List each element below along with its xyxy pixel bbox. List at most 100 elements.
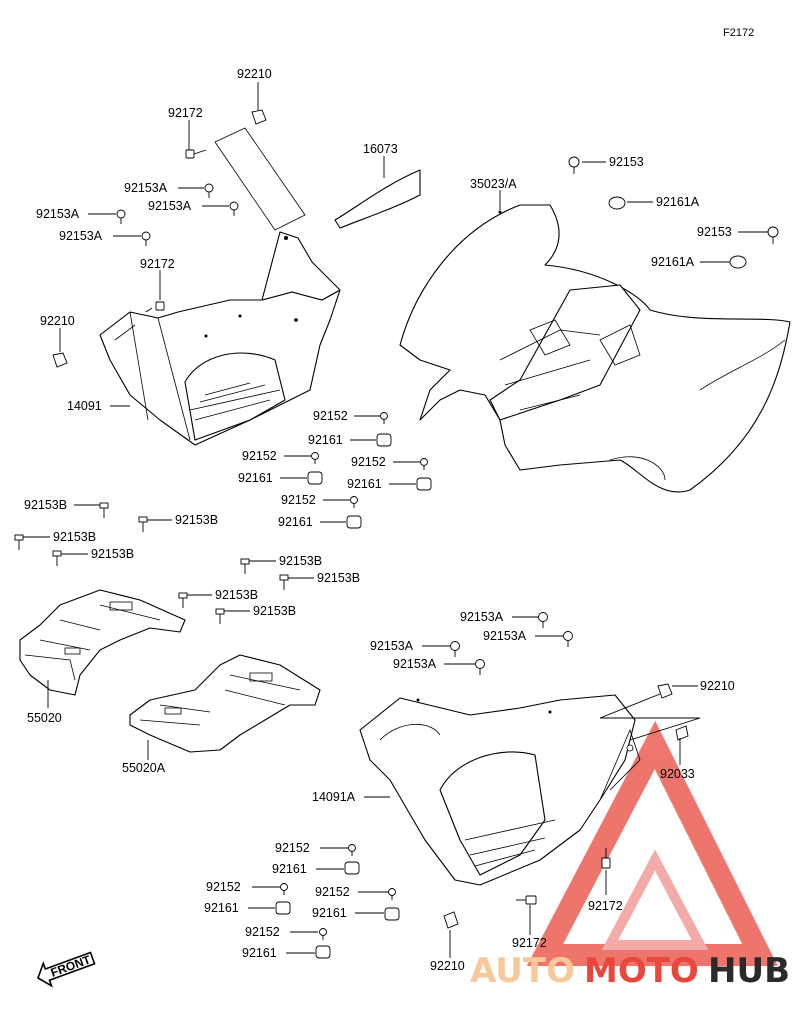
label-92153A-7: 92153A	[370, 639, 414, 653]
label-92153B-6: 92153B	[317, 571, 360, 585]
bolt-icon-92153B-5	[240, 558, 250, 574]
bolt-icon-92153A-8	[475, 659, 485, 675]
label-92161-6: 92161	[204, 901, 239, 915]
decal-16073	[334, 169, 421, 229]
label-92210-rt: 92210	[700, 679, 735, 693]
label-92210-top: 92210	[237, 67, 272, 81]
rear-fender-35023A	[399, 204, 791, 493]
label-92153-2: 92153	[697, 225, 732, 239]
label-92153A-5: 92153A	[460, 610, 504, 624]
label-55020A: 55020A	[122, 761, 166, 775]
label-92153A-4: 92153A	[59, 229, 103, 243]
label-92033: 92033	[660, 767, 695, 781]
label-92153B-2: 92153B	[175, 513, 218, 527]
bolt-icon-92153-2	[767, 226, 779, 244]
bolt-icon-92153A-1	[204, 183, 214, 198]
label-92161-8: 92161	[242, 946, 277, 960]
diagram-code: F2172	[723, 27, 754, 39]
bolt-icon-92153A-4	[141, 231, 151, 246]
bolt-icon-92153A-6	[563, 631, 573, 647]
clip-icon-92033	[675, 725, 689, 741]
bolt-icon-92172-bot	[601, 848, 611, 869]
screw-icon-92152-2	[311, 452, 319, 464]
label-92161A-2: 92161A	[651, 255, 695, 269]
label-92153A-1: 92153A	[124, 181, 168, 195]
label-92152-3: 92152	[351, 455, 386, 469]
watermark-text: AUTO MOTO HUB	[470, 951, 790, 991]
clip-icon-92210-rt	[657, 683, 673, 699]
label-92152-6: 92152	[206, 880, 241, 894]
label-92153A-6: 92153A	[483, 629, 527, 643]
grommet-icon-92161-1	[376, 433, 392, 447]
bolt-icon-92153B-4	[52, 550, 62, 566]
watermark-moto: MOTO	[584, 951, 699, 991]
bolt-icon-92153B-3	[14, 534, 24, 550]
label-92152-7: 92152	[315, 885, 350, 899]
bolt-icon-92153B-2	[138, 516, 148, 532]
label-92152-1: 92152	[313, 409, 348, 423]
clip-icon-92210-top	[251, 109, 267, 125]
label-92161-5: 92161	[272, 862, 307, 876]
label-92153B-5: 92153B	[279, 554, 322, 568]
clip-icon-92210-bot	[443, 911, 459, 929]
label-92152-2: 92152	[242, 449, 277, 463]
screw-icon-92152-8	[319, 928, 327, 940]
label-92153A-2: 92153A	[36, 207, 80, 221]
bolt-icon-92153A-3	[229, 201, 239, 216]
screw-icon-92152-4	[350, 496, 358, 508]
grommet-icon-92161-8	[315, 945, 331, 959]
label-92153A-8: 92153A	[393, 657, 437, 671]
mud-flap-strip	[214, 127, 306, 231]
bolt-icon-92153A-2	[116, 209, 126, 224]
grommet-icon-92161-5	[344, 861, 360, 875]
bolt-icon-92153A-7	[450, 641, 460, 657]
label-92210-mid: 92210	[40, 314, 75, 328]
watermark-auto: AUTO	[470, 951, 575, 991]
label-92161-2: 92161	[238, 471, 273, 485]
label-92153B-1: 92153B	[24, 498, 67, 512]
label-92161-7: 92161	[312, 906, 347, 920]
label-16073: 16073	[363, 142, 398, 156]
label-92172-bot: 92172	[588, 899, 623, 913]
label-92153-1: 92153	[609, 155, 644, 169]
grommet-icon-92161-4	[346, 515, 362, 529]
grommet-icon-92161-2	[307, 471, 323, 485]
bolt-icon-92153-1	[568, 156, 580, 174]
grommet-icon-92161A-1	[608, 196, 626, 210]
bolt-icon-92153B-7	[178, 592, 188, 608]
footrest-55020	[19, 589, 186, 696]
label-92161-4: 92161	[278, 515, 313, 529]
clip-icon-92210-mid	[52, 352, 68, 368]
label-92161-1: 92161	[308, 433, 343, 447]
front-badge-text: FRONT	[49, 952, 93, 980]
grommet-icon-92161A-2	[729, 255, 747, 269]
label-35023A: 35023/A	[470, 177, 517, 191]
label-92161-3: 92161	[347, 477, 382, 491]
front-fender-left-14091	[99, 231, 341, 446]
screw-icon-92152-1	[380, 412, 388, 424]
watermark-hub: HUB	[708, 951, 790, 991]
label-92152-5: 92152	[275, 841, 310, 855]
watermark-triangle-logo	[526, 720, 778, 966]
label-92153B-3: 92153B	[53, 530, 96, 544]
leader-lines	[23, 82, 768, 958]
label-92161A-1: 92161A	[656, 195, 700, 209]
label-92153B-7: 92153B	[215, 588, 258, 602]
front-direction-badge: FRONT	[37, 951, 96, 988]
bolt-icon-92153A-5	[538, 612, 548, 628]
footrest-55020A	[129, 654, 321, 753]
label-92172-top: 92172	[168, 106, 203, 120]
label-92210-bot: 92210	[430, 959, 465, 973]
screw-icon-92152-7	[388, 888, 396, 900]
bolt-icon-92153B-6	[279, 574, 289, 590]
screw-icon-92152-3	[420, 458, 428, 470]
label-92153B-8: 92153B	[253, 604, 296, 618]
bolt-icon-92172-mid	[145, 301, 165, 313]
label-14091A: 14091A	[312, 790, 356, 804]
part-labels: 92210 92172 92153A 92153A 92153A 92153A …	[24, 67, 735, 973]
bolt-icon-92172-bot2	[516, 895, 537, 905]
label-92152-4: 92152	[281, 493, 316, 507]
bolt-icon-92153B-1	[99, 502, 109, 518]
label-92152-8: 92152	[245, 925, 280, 939]
